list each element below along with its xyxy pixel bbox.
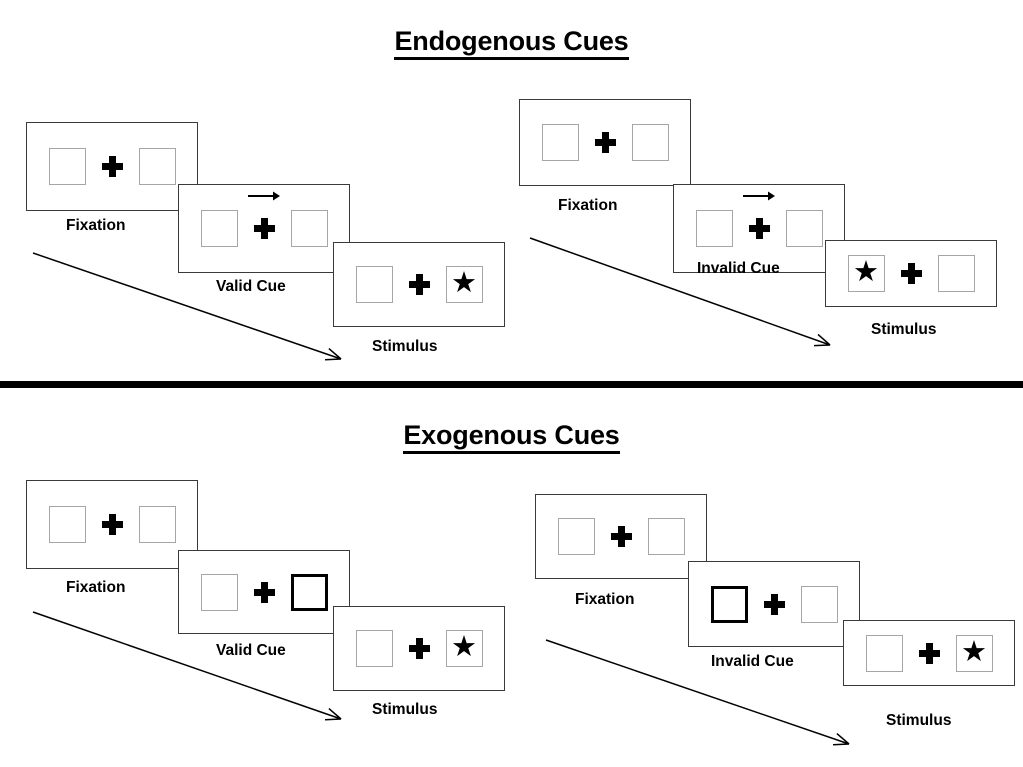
trial-frame-exogenous-valid-valid-cue	[178, 550, 350, 634]
frame-label-valid-cue: Valid Cue	[216, 642, 286, 659]
arrow-right-cue-icon	[247, 190, 281, 202]
frame-label-fixation: Fixation	[558, 197, 618, 214]
fixation-cross-icon	[253, 218, 275, 239]
trial-frame-content	[48, 148, 176, 185]
trial-frame-content	[200, 191, 328, 247]
trial-frame-endogenous-valid-stimulus: ★	[333, 242, 505, 327]
trial-frame-endogenous-invalid-fixation	[519, 99, 691, 186]
arrow-right-cue-icon	[742, 190, 776, 202]
stimulus-box-left	[695, 210, 733, 247]
trial-frame-endogenous-valid-valid-cue	[178, 184, 350, 273]
star-icon: ★	[451, 267, 477, 299]
stimulus-box-left	[200, 573, 238, 611]
star-icon: ★	[961, 635, 987, 668]
trial-frame-content	[48, 506, 176, 543]
trial-frame-content: ★	[355, 630, 483, 667]
section-title-endogenous: Endogenous Cues	[0, 26, 1023, 60]
stimulus-box-left	[48, 506, 86, 543]
stimulus-box-left	[355, 630, 393, 667]
frame-label-stimulus: Stimulus	[886, 712, 952, 729]
trial-frame-content: ★	[847, 255, 975, 292]
stimulus-box-left	[355, 266, 393, 303]
stimulus-box-right	[647, 518, 685, 555]
time-flow-arrow-endogenous-invalid	[520, 228, 840, 355]
stimulus-box-left-cued	[710, 585, 748, 623]
stimulus-box-right	[138, 506, 176, 543]
fixation-cross-icon	[763, 593, 785, 615]
time-flow-arrow-exogenous-valid	[23, 602, 351, 729]
trial-frame-exogenous-invalid-stimulus: ★	[843, 620, 1015, 686]
stimulus-box-right: ★	[445, 266, 483, 303]
frame-label-valid-cue: Valid Cue	[216, 278, 286, 295]
trial-frame-exogenous-valid-stimulus: ★	[333, 606, 505, 691]
frame-label-fixation: Fixation	[66, 217, 126, 234]
section-endogenous-cues: Endogenous Cues	[0, 26, 1023, 60]
fixation-cross-icon	[408, 638, 430, 659]
stimulus-box-right	[800, 585, 838, 623]
trial-frame-content	[710, 585, 838, 623]
trial-frame-content: ★	[355, 266, 483, 303]
stimulus-box-right	[290, 210, 328, 247]
stimulus-box-left	[48, 148, 86, 185]
trial-frame-content	[557, 518, 685, 555]
trial-frame-exogenous-valid-fixation	[26, 480, 198, 569]
frame-label-fixation: Fixation	[575, 591, 635, 608]
frame-label-invalid-cue: Invalid Cue	[697, 260, 780, 277]
trial-frame-endogenous-invalid-stimulus: ★	[825, 240, 997, 307]
section-title-exogenous: Exogenous Cues	[0, 420, 1023, 454]
fixation-cross-icon	[748, 218, 770, 239]
frame-label-invalid-cue: Invalid Cue	[711, 653, 794, 670]
fixation-cross-icon	[101, 514, 123, 535]
frame-label-stimulus: Stimulus	[372, 701, 438, 718]
stimulus-box-left: ★	[847, 255, 885, 292]
frame-label-fixation: Fixation	[66, 579, 126, 596]
section-title-endogenous-text: Endogenous Cues	[394, 26, 629, 60]
trial-frame-content: ★	[865, 634, 993, 672]
frame-label-stimulus: Stimulus	[372, 338, 438, 355]
star-icon: ★	[451, 631, 477, 663]
fixation-cross-icon	[408, 274, 430, 295]
fixation-cross-icon	[101, 156, 123, 177]
fixation-cross-icon	[918, 642, 940, 664]
time-flow-arrow-endogenous-valid	[23, 243, 351, 369]
fixation-cross-icon	[900, 263, 922, 284]
stimulus-box-left	[541, 124, 579, 161]
trial-frame-endogenous-invalid-invalid-cue	[673, 184, 845, 273]
stimulus-box-right: ★	[955, 634, 993, 672]
fixation-cross-icon	[594, 132, 616, 153]
stimulus-box-left	[865, 634, 903, 672]
fixation-cross-icon	[610, 526, 632, 547]
trial-frame-content	[200, 573, 328, 611]
stimulus-box-left	[200, 210, 238, 247]
trial-frame-content	[541, 124, 669, 161]
stimulus-box-right	[631, 124, 669, 161]
section-exogenous-cues: Exogenous Cues	[0, 392, 1023, 767]
stimulus-box-right-cued	[290, 573, 328, 611]
frame-label-stimulus: Stimulus	[871, 321, 937, 338]
stimulus-box-right	[785, 210, 823, 247]
star-icon: ★	[853, 256, 879, 288]
fixation-cross-icon	[253, 581, 275, 603]
trial-frame-exogenous-invalid-fixation	[535, 494, 707, 579]
time-flow-arrow-exogenous-invalid	[536, 630, 859, 754]
stimulus-box-left	[557, 518, 595, 555]
trial-frame-exogenous-invalid-invalid-cue	[688, 561, 860, 647]
section-title-exogenous-text: Exogenous Cues	[403, 420, 620, 454]
stimulus-box-right: ★	[445, 630, 483, 667]
section-divider	[0, 381, 1023, 388]
trial-frame-content	[695, 191, 823, 247]
stimulus-box-right	[138, 148, 176, 185]
trial-frame-endogenous-valid-fixation	[26, 122, 198, 211]
stimulus-box-right	[937, 255, 975, 292]
